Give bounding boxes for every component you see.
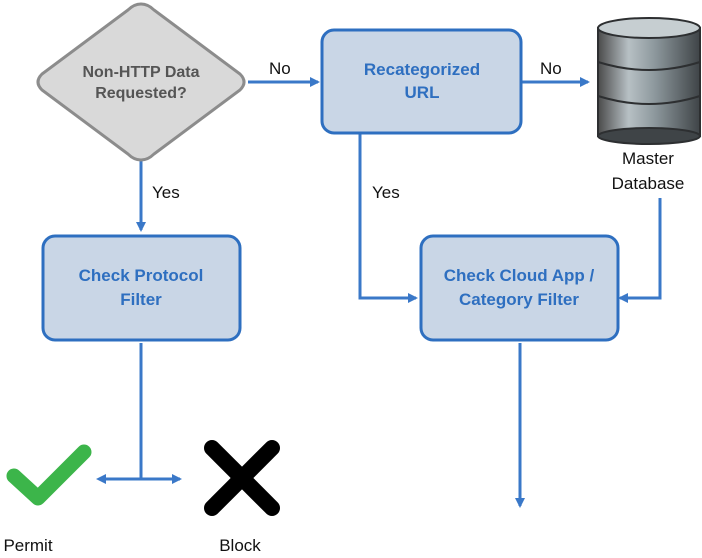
edge-label-yes-2: Yes xyxy=(372,183,400,202)
cloud-label-line1: Check Cloud App / xyxy=(444,266,595,285)
database-label-line1: Master xyxy=(622,149,674,168)
check-protocol-filter-node: Check Protocol Filter xyxy=(41,234,242,342)
block-label: Block xyxy=(219,536,261,555)
x-mark-icon xyxy=(204,440,280,516)
permit-label: Permit xyxy=(3,536,52,555)
edge-database-to-cloud xyxy=(618,198,662,303)
edge-label-no-1: No xyxy=(269,59,291,78)
check-cloud-app-filter-node: Check Cloud App / Category Filter xyxy=(419,234,620,342)
edge-recategorized-to-cloud xyxy=(358,134,418,303)
decision-label-line2: Requested? xyxy=(95,85,187,102)
checkmark-icon xyxy=(6,444,92,506)
edge-label-no-2: No xyxy=(540,59,562,78)
recategorized-label-line2: URL xyxy=(405,83,440,102)
protocol-label-line2: Filter xyxy=(120,290,162,309)
recategorized-url-node: Recategorized URL xyxy=(320,28,523,135)
decision-node: Non-HTTP Data Requested? xyxy=(36,2,246,162)
edge-label-yes-1: Yes xyxy=(152,183,180,202)
database-icon xyxy=(597,17,701,145)
database-label-line2: Database xyxy=(612,174,685,193)
decision-label-line1: Non-HTTP Data xyxy=(82,64,199,81)
protocol-label-line1: Check Protocol xyxy=(79,266,204,285)
recategorized-label-line1: Recategorized xyxy=(364,60,480,79)
cloud-label-line2: Category Filter xyxy=(459,290,579,309)
